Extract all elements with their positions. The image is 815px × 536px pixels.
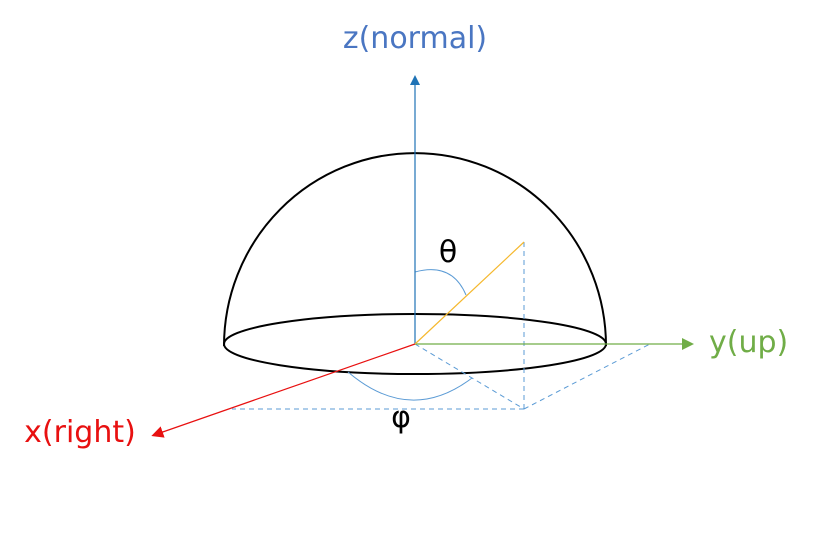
y-axis-label: y(up)	[709, 325, 788, 360]
phi-angle-arc	[347, 371, 473, 401]
theta-label: θ	[439, 235, 457, 270]
direction-vector	[414, 241, 525, 345]
projection-to-y	[523, 343, 651, 410]
phi-label: φ	[391, 400, 411, 435]
z-axis-label: z(normal)	[343, 21, 487, 56]
projection-lines	[232, 242, 651, 410]
projection-radial	[414, 343, 525, 410]
theta-angle-arc	[414, 269, 467, 296]
x-axis-label: x(right)	[24, 415, 136, 450]
x-axis	[151, 343, 416, 438]
